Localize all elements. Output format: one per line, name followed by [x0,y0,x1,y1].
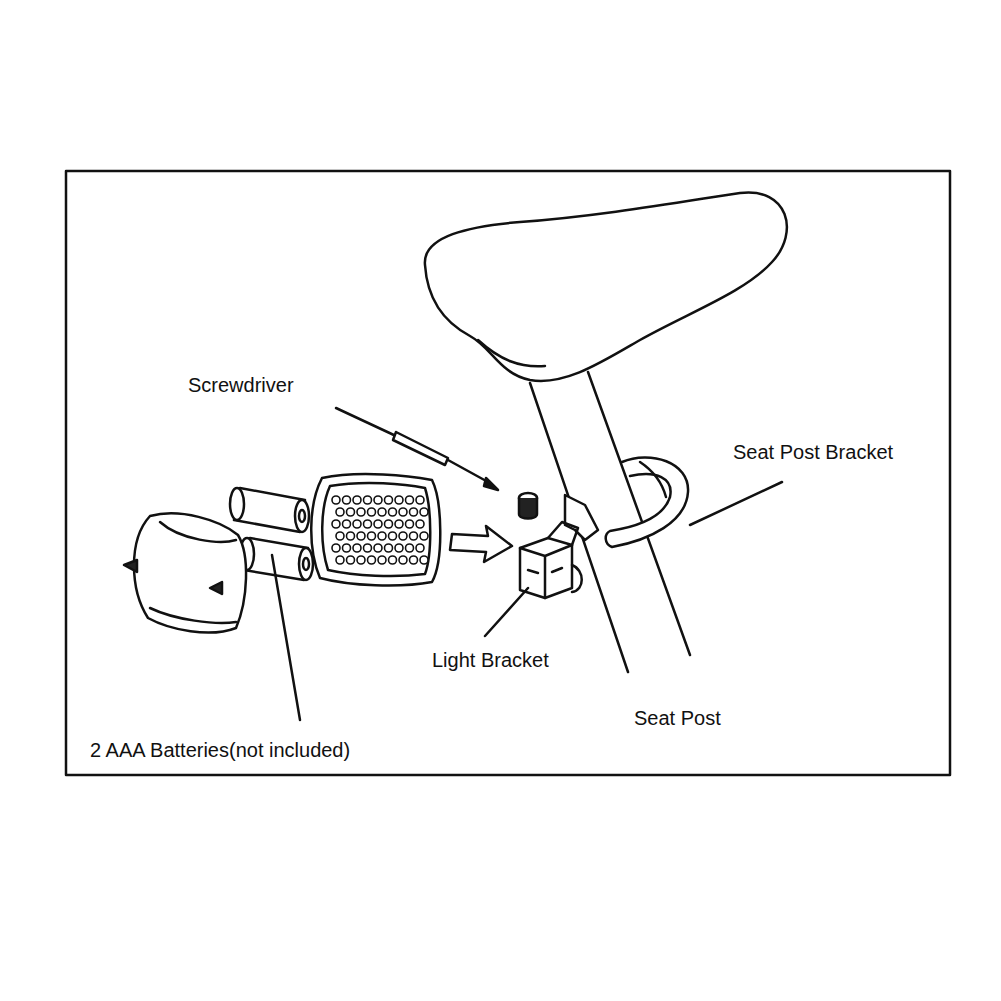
part-label: Light Bracket [432,648,549,672]
part-label: 2 AAA Batteries(not included) [90,738,350,762]
frame [66,171,950,775]
back-cover [124,513,246,632]
saddle-edge [478,340,545,366]
part-label: Screwdriver [188,373,294,397]
part-label: Seat Post [634,706,721,730]
lens-dots [332,496,428,564]
light-bracket [519,493,598,598]
part-label: Seat Post Bracket [733,440,893,464]
direction-arrow [450,526,512,562]
seat-post-bracket [606,457,688,547]
leader-lines [272,482,782,720]
seat-post [530,372,690,672]
light-lens [311,474,440,585]
saddle [425,192,787,380]
